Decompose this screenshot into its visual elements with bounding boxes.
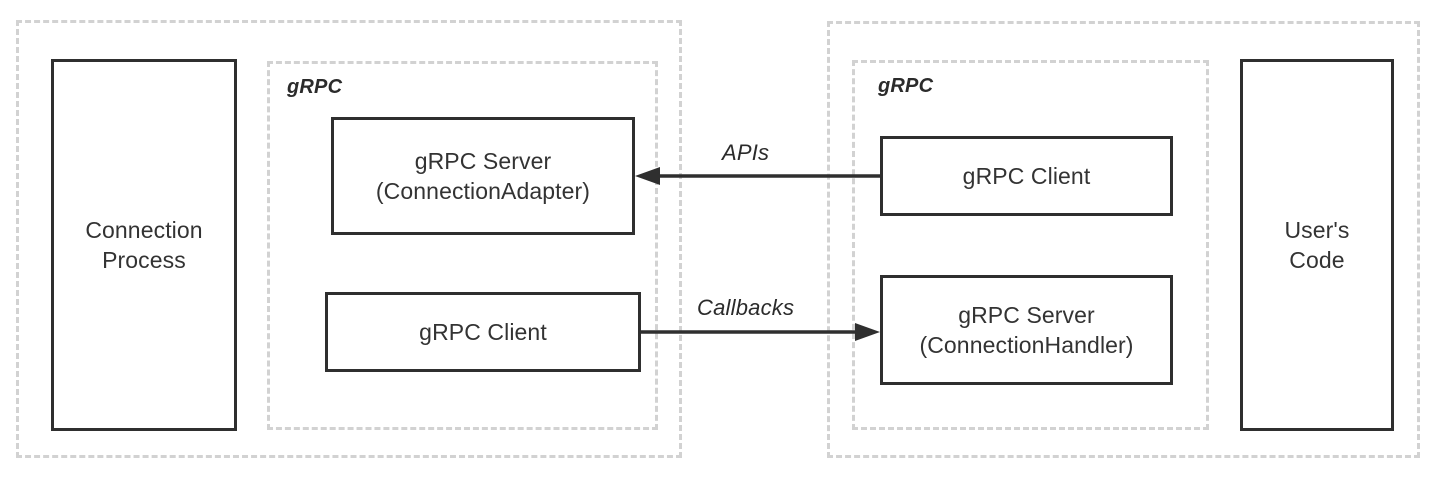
grpc-client-right-box[interactable]: gRPC Client [880, 136, 1173, 216]
grpc-client-left-label: gRPC Client [419, 318, 547, 345]
connection-process-group [16, 20, 682, 458]
connection-process-label: Connection Process [85, 216, 203, 273]
apis-edge-label: APIs [722, 140, 770, 165]
users-code-box[interactable]: User's Code [1240, 59, 1394, 431]
grpc-server-adapter-label: gRPC Server (ConnectionAdapter) [375, 147, 591, 204]
grpc-right-zone [852, 60, 1209, 430]
grpc-client-right-label: gRPC Client [962, 162, 1091, 189]
grpc-server-handler-label: gRPC Server (ConnectionHandler) [919, 301, 1134, 358]
grpc-server-handler-box[interactable]: gRPC Server (ConnectionHandler) [880, 275, 1173, 385]
grpc-right-zone-caption: gRPC [878, 75, 934, 97]
grpc-left-zone-caption: gRPC [287, 76, 343, 98]
users-code-label: User's Code [1284, 216, 1350, 273]
grpc-left-zone [267, 61, 658, 430]
callbacks-edge-label: Callbacks [697, 295, 795, 320]
grpc-client-left-box[interactable]: gRPC Client [325, 292, 641, 372]
connection-process-box[interactable]: Connection Process [51, 59, 237, 431]
user-code-group [827, 21, 1420, 458]
grpc-server-adapter-box[interactable]: gRPC Server (ConnectionAdapter) [331, 117, 635, 235]
